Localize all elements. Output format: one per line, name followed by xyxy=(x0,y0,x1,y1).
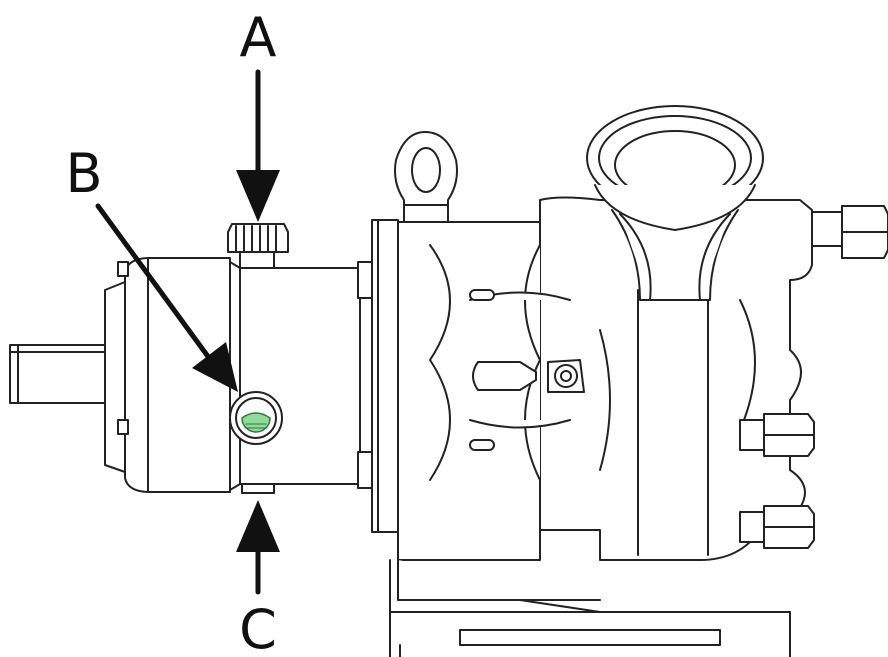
pump-body xyxy=(397,196,813,561)
arrow-a xyxy=(236,69,280,222)
drain-plug xyxy=(241,483,275,494)
callout-label-b: B xyxy=(65,142,102,205)
fill-plug xyxy=(227,223,289,269)
lower-nozzle xyxy=(739,505,815,549)
drive-shaft xyxy=(9,344,106,404)
suction-neck xyxy=(611,209,739,301)
flange-bolts xyxy=(357,261,373,489)
callout-label-c: C xyxy=(239,598,277,657)
middle-nozzle xyxy=(739,413,815,457)
oil-sight-glass xyxy=(229,391,283,445)
body-window xyxy=(472,359,585,393)
base-frame xyxy=(389,559,791,657)
callout-arrows xyxy=(95,69,280,595)
arrow-b xyxy=(95,203,238,392)
mounting-flange xyxy=(371,219,399,533)
callout-label-a: A xyxy=(240,6,277,69)
top-nozzle xyxy=(811,205,888,259)
suction-flange xyxy=(586,105,764,231)
lifting-eye xyxy=(394,131,458,226)
arrow-c xyxy=(236,500,280,595)
